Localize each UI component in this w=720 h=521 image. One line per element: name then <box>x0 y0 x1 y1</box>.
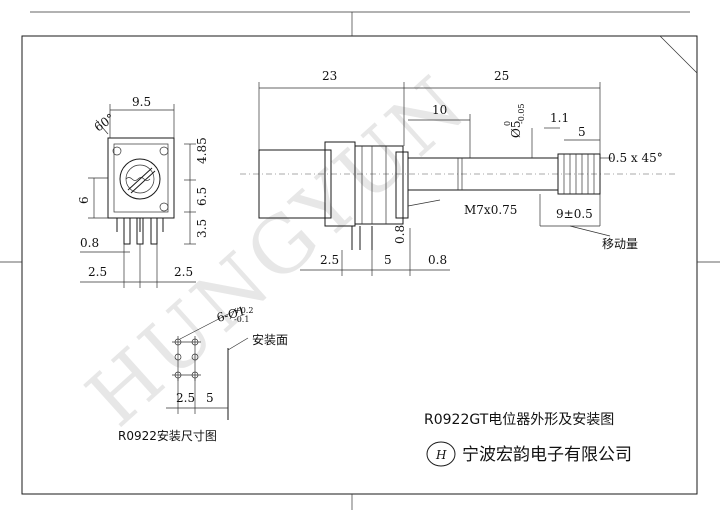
drawing-frame <box>0 11 720 510</box>
company-logo: H <box>426 441 456 467</box>
dim-top-width: 9.5 <box>132 95 151 109</box>
dim-right-mid: 6.5 <box>195 187 209 206</box>
mount-face-label: 安装面 <box>252 332 288 347</box>
dim-right-bottom: 3.5 <box>195 219 209 238</box>
front-view <box>80 104 196 288</box>
side-view <box>240 82 675 276</box>
dim-pin-thickness: 0.8 <box>393 225 407 244</box>
pcb-dim-offset: 5 <box>206 391 214 405</box>
company-name: 宁波宏韵电子有限公司 <box>462 445 632 465</box>
dim-shaft-diameter: Ø5 <box>509 121 523 138</box>
dim-bottom-1: 2.5 <box>320 253 339 267</box>
pcb-caption: R0922安装尺寸图 <box>118 428 217 443</box>
dim-thread-length: 10 <box>432 103 447 117</box>
dim-bottom-left: 2.5 <box>88 265 107 279</box>
pcb-hole-layout <box>166 309 249 420</box>
dim-chamfer: 0.5 x 45° <box>608 151 663 165</box>
drawing-title: R0922GT电位器外形及安装图 <box>424 412 614 428</box>
dim-length-shaft: 25 <box>494 69 509 83</box>
dim-right-top: 4.85 <box>195 137 209 164</box>
dim-thread: M7x0.75 <box>464 203 517 217</box>
dim-length-body: 23 <box>322 69 337 83</box>
watermark: HUNGYUN <box>70 58 484 444</box>
dim-angle: 60° <box>92 111 117 135</box>
dim-shaft-tol-lower: -0.05 <box>517 103 526 124</box>
dim-left-pin: 0.8 <box>80 236 99 250</box>
dim-bottom-3: 0.8 <box>428 253 447 267</box>
pcb-holes-tol-lower: -0.1 <box>234 315 249 324</box>
dim-knurl-2: 5 <box>578 125 586 139</box>
pcb-dim-pitch: 2.5 <box>176 391 195 405</box>
pcb-holes-tol-upper: +0.2 <box>234 306 253 315</box>
logo-letter: H <box>435 448 447 462</box>
dim-travel: 9±0.5 <box>556 207 593 221</box>
dim-bottom-2: 5 <box>384 253 392 267</box>
dim-bottom-right: 2.5 <box>174 265 193 279</box>
dim-knurl-1: 1.1 <box>550 111 569 125</box>
dim-shaft-tol-upper: 0 <box>503 121 512 126</box>
travel-label: 移动量 <box>602 237 638 251</box>
dim-left-height: 6 <box>77 196 91 204</box>
